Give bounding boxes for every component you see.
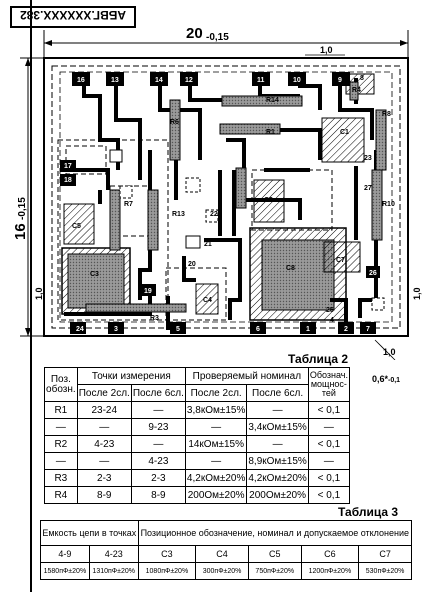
svg-text:16: 16 bbox=[77, 77, 85, 84]
t2-h-after6: После 6сл. bbox=[130, 384, 186, 402]
svg-text:24: 24 bbox=[76, 326, 84, 333]
pcb-labels: 16 13 14 12 11 10 9 8 R4 R14 R6 R1 C1 R8… bbox=[64, 75, 395, 333]
chamfer-dim: 0,6*-0,1 bbox=[372, 374, 401, 384]
t2-h-nominal: Проверяемый номинал bbox=[184, 367, 309, 385]
svg-text:8: 8 bbox=[360, 75, 364, 82]
t3-h-cap: Емкость цепи в точках bbox=[40, 520, 139, 546]
svg-text:19: 19 bbox=[144, 288, 152, 295]
board-outline bbox=[43, 57, 409, 337]
svg-text:23: 23 bbox=[364, 155, 372, 162]
width-dimension: 20 -0,15 bbox=[43, 25, 409, 60]
t2-h-pos: Поз. обозн. bbox=[44, 367, 78, 402]
svg-text:C1: C1 bbox=[340, 129, 349, 136]
height-value: 16 bbox=[12, 223, 29, 240]
svg-text:21: 21 bbox=[204, 241, 212, 248]
svg-text:2: 2 bbox=[344, 326, 348, 333]
svg-text:R1: R1 bbox=[266, 129, 275, 136]
svg-text:9: 9 bbox=[338, 77, 342, 84]
svg-text:C2: C2 bbox=[264, 197, 273, 204]
margin-top-dim: 1,0 bbox=[320, 45, 333, 55]
table-row: 1580пФ±20%1310пФ±20%1080пФ±20%300пФ±20%7… bbox=[40, 562, 412, 580]
svg-text:7: 7 bbox=[366, 326, 370, 333]
drawing-frame-line bbox=[30, 0, 32, 592]
t2-h-after2: После 2сл. bbox=[76, 384, 132, 402]
svg-text:5: 5 bbox=[176, 326, 180, 333]
svg-text:R10: R10 bbox=[382, 201, 395, 208]
margin-right-dim: 1,0 bbox=[412, 287, 422, 300]
board-inner-dashed bbox=[51, 65, 401, 329]
svg-text:1: 1 bbox=[306, 326, 310, 333]
svg-text:R7: R7 bbox=[124, 201, 133, 208]
table-row: ——4-23—8,9кОм±15%— bbox=[44, 452, 351, 470]
svg-text:R3: R3 bbox=[150, 315, 159, 322]
svg-text:C5: C5 bbox=[72, 223, 81, 230]
width-value: 20 bbox=[186, 25, 203, 42]
t2-h-nom6: После 6сл. bbox=[246, 384, 309, 402]
svg-text:22: 22 bbox=[210, 211, 218, 218]
t2-h-points: Точки измерения bbox=[76, 367, 186, 385]
svg-text:R6: R6 bbox=[170, 119, 179, 126]
table-row: ——9-23—3,4кОм±15%— bbox=[44, 418, 351, 436]
svg-text:R13: R13 bbox=[172, 211, 185, 218]
pcb-drawing: 20 -0,15 16 -0,15 1,0 1,0 1,0 1,0 bbox=[12, 25, 422, 360]
svg-text:26: 26 bbox=[369, 270, 377, 277]
svg-text:13: 13 bbox=[111, 77, 119, 84]
table3: Емкость цепи в точках Позиционное обозна… bbox=[40, 520, 413, 580]
resistors bbox=[85, 81, 387, 313]
svg-text:12: 12 bbox=[185, 77, 193, 84]
capacitors bbox=[61, 73, 375, 321]
svg-text:C7: C7 bbox=[336, 257, 345, 264]
margin-left-dim: 1,0 bbox=[34, 287, 44, 300]
t3-h-pos: Позиционное обозначение, номинал и допус… bbox=[137, 520, 413, 546]
svg-text:14: 14 bbox=[155, 77, 163, 84]
svg-text:27: 27 bbox=[364, 185, 372, 192]
svg-text:18: 18 bbox=[64, 177, 72, 184]
pads bbox=[60, 72, 380, 334]
table3-title: Таблица 3 bbox=[338, 505, 399, 519]
svg-text:C3: C3 bbox=[90, 271, 99, 278]
svg-text:4: 4 bbox=[330, 317, 334, 324]
svg-text:R14: R14 bbox=[266, 97, 279, 104]
svg-text:11: 11 bbox=[257, 77, 265, 84]
svg-text:20: 20 bbox=[188, 261, 196, 268]
table2: Поз. обозн. Точки измерения Проверяемый … bbox=[44, 367, 351, 504]
table2-title: Таблица 2 bbox=[288, 352, 349, 366]
svg-text:C4: C4 bbox=[203, 297, 212, 304]
width-tolerance: -0,15 bbox=[206, 32, 229, 43]
svg-text:C8: C8 bbox=[286, 265, 295, 272]
svg-text:17: 17 bbox=[64, 163, 72, 170]
t2-h-power: Обознач. мощнос- тей bbox=[307, 367, 351, 402]
svg-text:10: 10 bbox=[293, 77, 301, 84]
svg-text:6: 6 bbox=[256, 326, 260, 333]
svg-text:R4: R4 bbox=[352, 87, 361, 94]
height-tolerance: -0,15 bbox=[17, 197, 28, 220]
svg-text:R8: R8 bbox=[382, 111, 391, 118]
test-squares bbox=[109, 149, 385, 311]
svg-text:25: 25 bbox=[326, 307, 334, 314]
height-dimension: 16 -0,15 bbox=[12, 57, 46, 337]
svg-text:3: 3 bbox=[114, 326, 118, 333]
t2-h-nom2: После 2сл. bbox=[184, 384, 248, 402]
margin-bottom-dim: 1,0 bbox=[383, 347, 396, 357]
